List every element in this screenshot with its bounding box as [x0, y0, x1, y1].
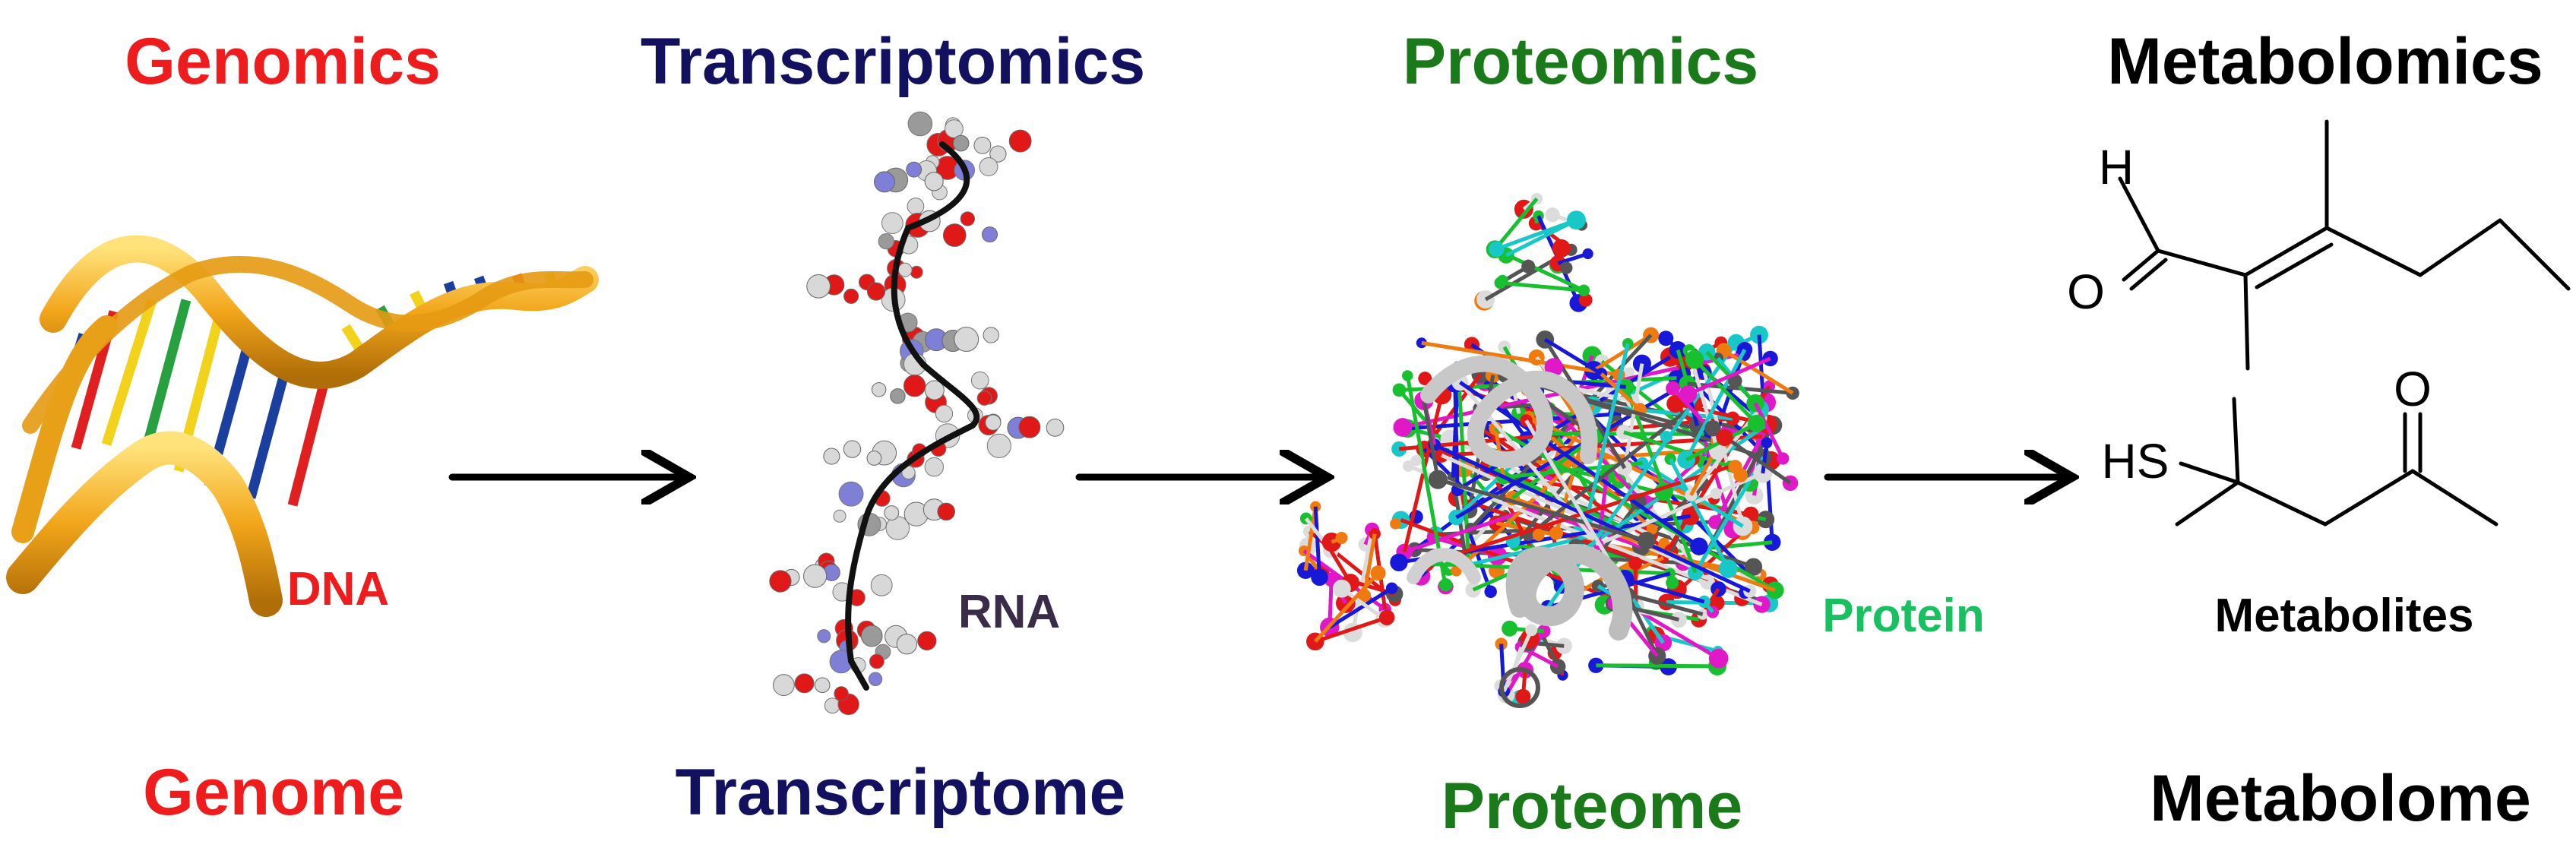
- header-transcriptomics: Transcriptomics: [640, 25, 1146, 98]
- label-protein: Protein: [1822, 590, 1985, 642]
- header-proteomics: Proteomics: [1402, 25, 1759, 98]
- dna-helix-icon: [6, 235, 599, 617]
- metabolite-structure-icon: [2118, 119, 2571, 527]
- protein-structure-icon: [1296, 192, 1799, 708]
- label-dna: DNA: [286, 563, 390, 615]
- footer-genome: Genome: [142, 756, 405, 829]
- atom-o-ketone: O: [2394, 362, 2432, 416]
- footer-proteome: Proteome: [1441, 770, 1743, 843]
- footer-metabolome: Metabolome: [2150, 762, 2531, 835]
- footer-transcriptome: Transcriptome: [675, 756, 1126, 829]
- header-genomics: Genomics: [125, 25, 441, 98]
- label-metabolites: Metabolites: [2214, 590, 2474, 642]
- atom-hs: HS: [2101, 434, 2169, 489]
- atom-h: H: [2098, 140, 2135, 195]
- header-metabolomics: Metabolomics: [2107, 25, 2543, 98]
- rna-strand-icon: [769, 111, 1065, 716]
- atom-o-aldehyde: O: [2067, 264, 2105, 319]
- label-rna: RNA: [957, 586, 1061, 638]
